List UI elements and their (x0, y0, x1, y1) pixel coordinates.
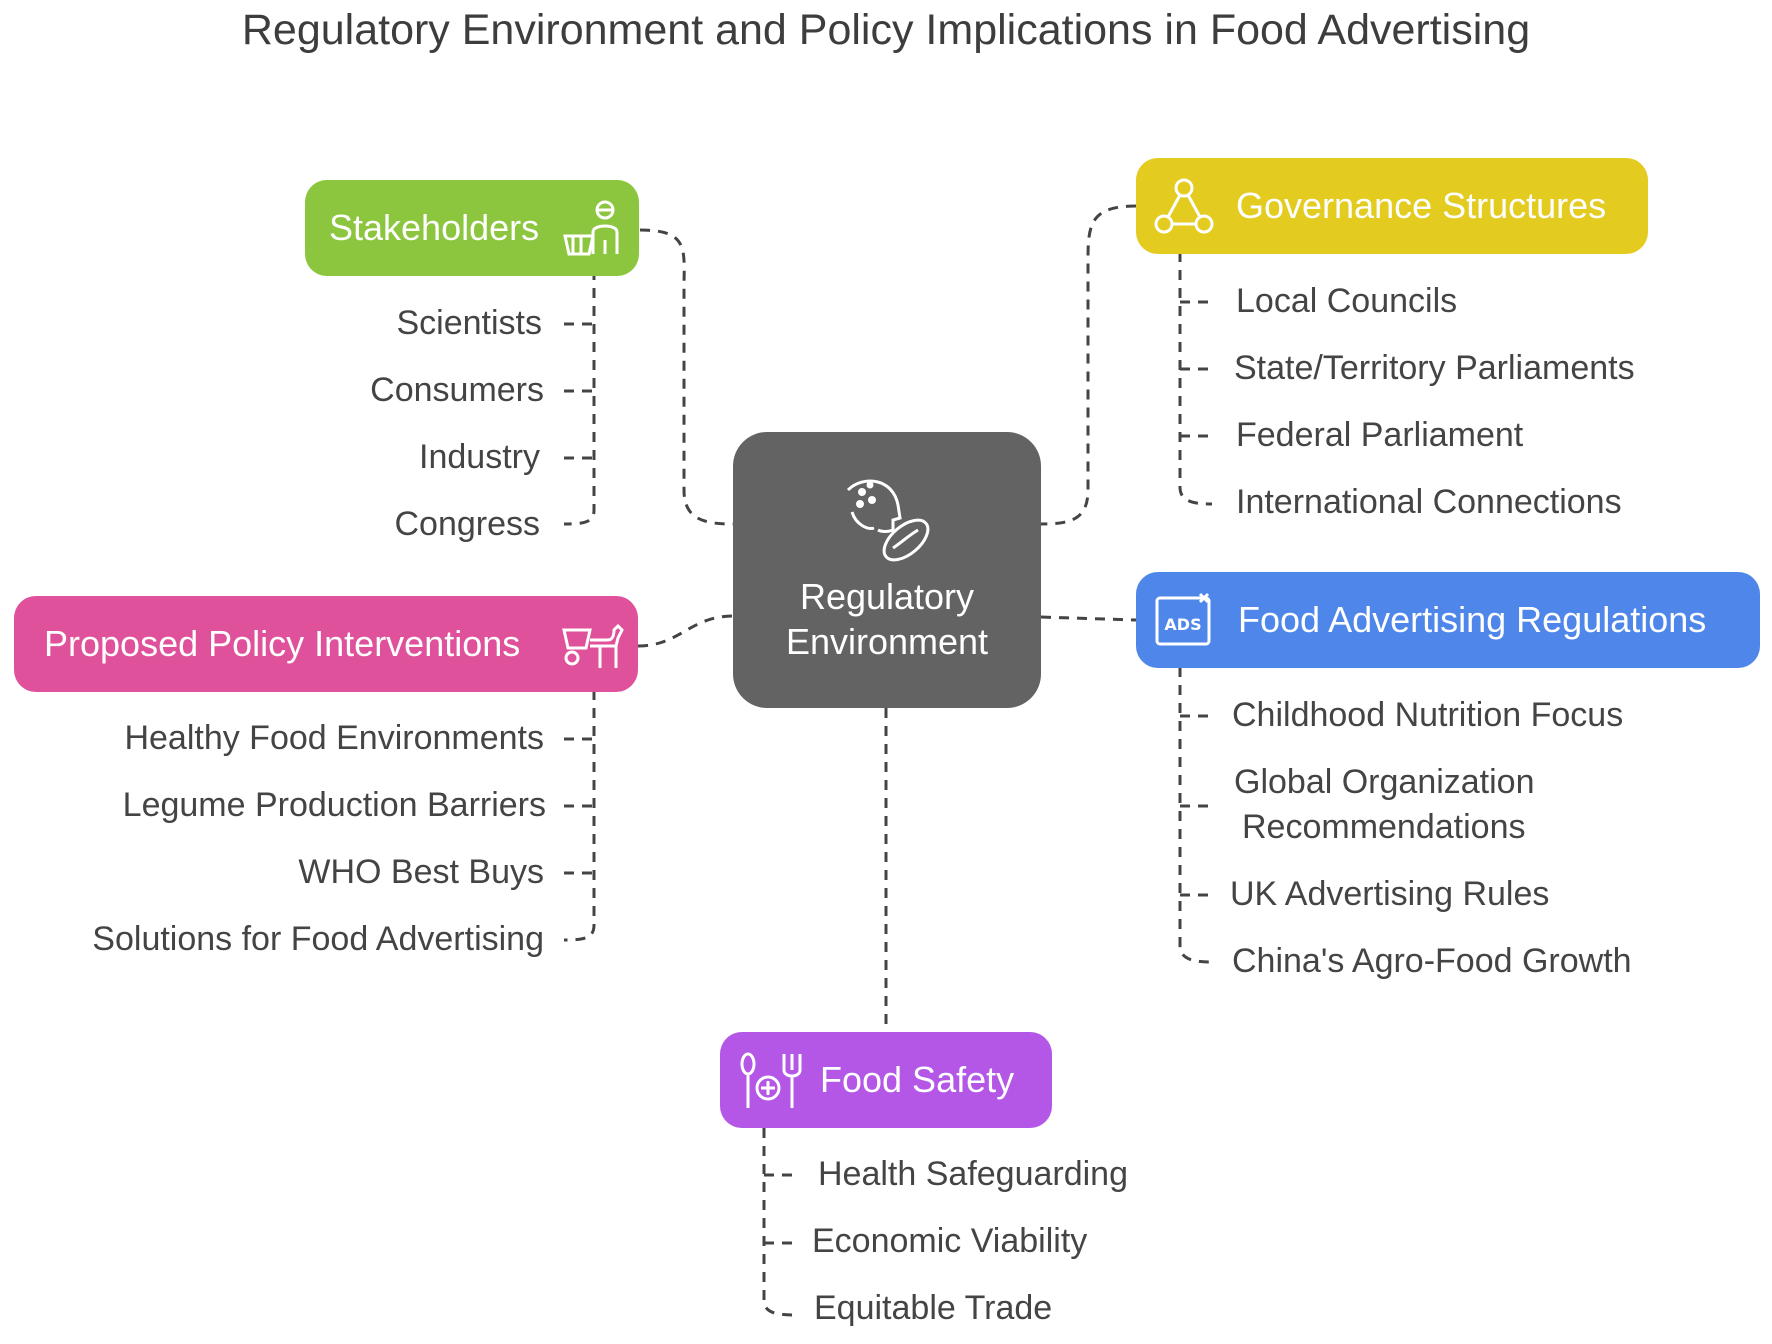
advertising-item: China's Agro-Food Growth (1232, 942, 1632, 980)
link-stakeholders (639, 228, 734, 526)
safety-label: Food Safety (820, 1059, 1015, 1100)
policy-item: WHO Best Buys (298, 853, 544, 891)
center-label: Regulatory Environment (733, 574, 1041, 664)
advertising-item: Childhood Nutrition Focus (1232, 696, 1624, 734)
policy-label: Proposed Policy Interventions (44, 623, 521, 664)
stakeholders-node: Stakeholders (305, 180, 639, 276)
governance-item: State/Territory Parliaments (1234, 349, 1635, 387)
policy-node: Proposed Policy Interventions (14, 596, 638, 692)
cutlery-plus-icon (738, 1050, 802, 1121)
dog-cart-icon (560, 616, 624, 683)
person-with-basket-icon (561, 198, 623, 269)
diagram-title: Regulatory Environment and Policy Implic… (241, 6, 1531, 54)
safety-node: Food Safety (720, 1032, 1052, 1128)
advertising-label: Food Advertising Regulations (1238, 599, 1707, 640)
governance-item: Local Councils (1236, 282, 1458, 320)
policy-item: Healthy Food Environments (124, 719, 544, 757)
center-label-line2: Environment (785, 621, 989, 662)
policy-item: Legume Production Barriers (122, 786, 546, 824)
link-policy (637, 614, 734, 648)
trunk-advertising (1178, 667, 1213, 964)
link-advertising (1040, 615, 1137, 622)
link-governance (1040, 204, 1137, 526)
stakeholders-item: Consumers (370, 371, 544, 409)
governance-label: Governance Structures (1236, 185, 1607, 226)
stakeholders-item: Congress (394, 505, 540, 543)
trunk-governance (1178, 252, 1213, 506)
advertising-item: Global Organization (1234, 763, 1535, 801)
trunk-safety (762, 1128, 797, 1317)
trunk-policy (563, 690, 596, 942)
network-nodes-icon (1152, 174, 1216, 247)
governance-item: Federal Parliament (1236, 416, 1524, 454)
advertising-item: Recommendations (1242, 808, 1526, 846)
advertising-item: UK Advertising Rules (1230, 875, 1550, 913)
governance-item: International Connections (1236, 483, 1622, 521)
stakeholders-item: Industry (419, 438, 540, 476)
trunk-stakeholders (563, 270, 596, 526)
stakeholders-item: Scientists (396, 304, 543, 342)
advertising-node: ADS Food Advertising Regulations (1136, 572, 1760, 668)
safety-item: Economic Viability (812, 1222, 1088, 1260)
stakeholders-label: Stakeholders (329, 207, 540, 248)
ads-icon: ADS (1154, 592, 1214, 657)
governance-node: Governance Structures (1136, 158, 1648, 254)
safety-item: Equitable Trade (814, 1289, 1053, 1327)
head-with-bean-icon (838, 470, 938, 575)
policy-item: Solutions for Food Advertising (92, 920, 544, 958)
center-label-line1: Regulatory (799, 576, 975, 617)
center-node: Regulatory Environment (733, 432, 1041, 708)
safety-item: Health Safeguarding (818, 1155, 1129, 1193)
svg-text:ADS: ADS (1164, 615, 1201, 634)
